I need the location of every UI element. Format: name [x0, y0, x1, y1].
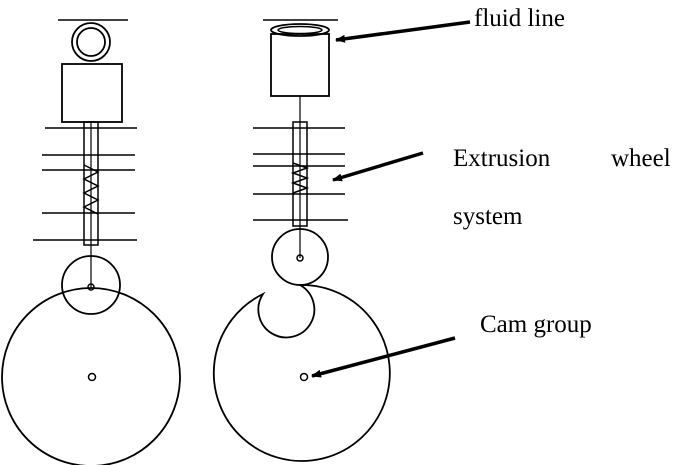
left-assembly — [1, 19, 181, 465]
left-cam-center — [87, 372, 97, 382]
left-roller-wheel — [61, 255, 121, 315]
left-cam-disc — [1, 287, 181, 465]
right-cam-center — [299, 372, 309, 382]
fluid-line-arrow — [335, 20, 471, 43]
right-spring — [290, 162, 310, 194]
left-fluid-tube-inner — [76, 27, 106, 57]
label-fluid-line: fluid line — [474, 5, 565, 32]
label-system: system — [453, 203, 523, 230]
right-roller-center — [296, 254, 304, 262]
extrusion-wheel-arrow — [332, 151, 424, 182]
left-fluid-tube-outer — [71, 22, 111, 62]
left-roller-center — [87, 283, 95, 291]
label-wheel: wheel — [611, 145, 671, 172]
right-fluid-line-inner — [277, 25, 323, 35]
right-cam-notched-disc — [212, 284, 391, 462]
right-fluid-line-outer — [270, 23, 330, 37]
label-extrusion: Extrusion — [453, 145, 551, 172]
label-cam-group: Cam group — [480, 311, 592, 338]
left-piston-block — [61, 63, 123, 123]
right-assembly — [212, 19, 391, 462]
right-piston-block — [270, 33, 330, 97]
left-spring — [82, 164, 100, 215]
cam-group-arrow — [311, 336, 456, 378]
